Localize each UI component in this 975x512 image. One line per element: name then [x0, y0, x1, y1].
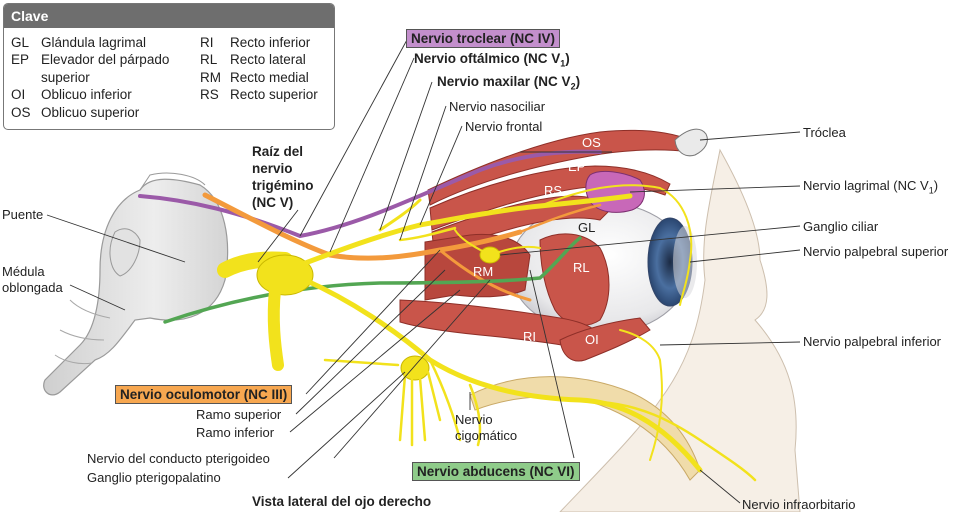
- label-vista: Vista lateral del ojo derecho: [252, 494, 432, 509]
- key-abbr: RL: [200, 52, 218, 68]
- label-os: OS: [582, 135, 601, 150]
- nerves: [138, 149, 757, 482]
- key-text: Oblicuo inferior: [41, 87, 132, 103]
- label-puente: Puente: [2, 207, 44, 222]
- key-text: Recto medial: [230, 69, 309, 85]
- label-pterigopalatino: Ganglio pterigopalatino: [87, 470, 221, 485]
- label-medula: Médula oblongada: [2, 264, 63, 295]
- key-abbr: RM: [200, 69, 221, 85]
- key-text: superior: [41, 69, 90, 85]
- label-rl: RL: [573, 260, 590, 275]
- label-palp-sup: Nervio palpebral superior: [803, 244, 949, 259]
- label-troclea: Tróclea: [803, 125, 846, 140]
- label-lagrimal-end: ): [933, 178, 939, 193]
- key-text: Recto lateral: [230, 52, 306, 68]
- label-ramo-superior: Ramo superior: [196, 407, 282, 422]
- palpebral-inferior: [619, 329, 663, 461]
- key-row: RS Recto superior: [200, 86, 318, 103]
- key-abbr: EP: [11, 52, 30, 68]
- key-row: superior: [11, 69, 169, 86]
- label-lagrimal-text: Nervio lagrimal (NC V: [803, 178, 929, 193]
- label-infraorbitario: Nervio infraorbitario: [742, 497, 856, 512]
- infraorbital-nerve: [598, 400, 757, 482]
- lacrimal-nerve: [539, 184, 693, 261]
- leader-lines: [46, 37, 801, 504]
- key-text: Recto superior: [230, 87, 318, 103]
- label-palp-inf: Nervio palpebral inferior: [803, 334, 942, 349]
- label-rs: RS: [544, 183, 562, 198]
- label-ri: RI: [523, 329, 536, 344]
- key-row: GL Glándula lagrimal: [11, 34, 169, 51]
- label-raiz: Raíz del nervio trigémino (NC V): [252, 144, 314, 210]
- key-row: EP Elevador del párpado: [11, 51, 169, 68]
- ophthalmic-nerve: [297, 193, 633, 268]
- muscle-labels: OS EP RS GL RL RM RI OI: [473, 135, 601, 347]
- key-abbr: RI: [200, 35, 214, 50]
- label-maxilar-end: ): [575, 74, 581, 89]
- key-text: Oblicuo superior: [41, 104, 140, 120]
- key-row: OS Oblicuo superior: [11, 104, 169, 121]
- label-oftalmico-sub: 1: [560, 58, 566, 69]
- label-oftalmico: Nervio oftálmico (NC V1): [414, 51, 570, 69]
- muscle-rl: [539, 233, 610, 326]
- label-maxilar-sub: 2: [570, 81, 576, 92]
- key-title: Clave: [4, 4, 334, 28]
- label-gl: GL: [578, 220, 595, 235]
- key-text: Recto inferior: [230, 35, 311, 50]
- palpebral-superior: [679, 259, 691, 306]
- label-oftalmico-text: Nervio oftálmico (NC V: [414, 51, 561, 66]
- key-abbr: OI: [11, 87, 26, 103]
- brainstem: [43, 172, 229, 396]
- label-lagrimal-sub: 1: [928, 185, 934, 196]
- key-text: Glándula lagrimal: [41, 35, 147, 50]
- label-maxilar: Nervio maxilar (NC V2): [437, 74, 581, 92]
- label-ramo-inferior: Ramo inferior: [196, 425, 275, 440]
- label-ciliar: Ganglio ciliar: [803, 219, 879, 234]
- label-maxilar-text: Nervio maxilar (NC V: [437, 74, 571, 89]
- label-troclear: Nervio troclear (NC IV): [406, 29, 561, 48]
- label-ep: EP: [568, 159, 585, 174]
- label-lagrimal: Nervio lagrimal (NC V1): [803, 178, 939, 196]
- label-abducens: Nervio abducens (NC VI): [412, 462, 580, 481]
- label-frontal: Nervio frontal: [465, 119, 543, 134]
- key-abbr: RS: [200, 87, 219, 103]
- abducens-nerve: [163, 236, 582, 324]
- oculomotor-nerve: [202, 192, 523, 261]
- maxillary-nerve: [302, 277, 703, 473]
- key-abbr: GL: [11, 35, 30, 50]
- key-abbr: OS: [11, 104, 31, 120]
- label-oculomotor: Nervio oculomotor (NC III): [115, 385, 293, 404]
- label-cigomatico: Nervio cigomático: [455, 412, 518, 443]
- trochlea-shape: [674, 128, 708, 157]
- label-oi: OI: [585, 332, 599, 347]
- muscle-oi: [559, 317, 651, 362]
- trochlear-nerve: [138, 149, 602, 239]
- label-oftalmico-end: ): [565, 51, 570, 66]
- label-rm: RM: [473, 264, 493, 279]
- key-row: RL Recto lateral: [200, 51, 318, 68]
- key-row: RI Recto inferior: [200, 34, 318, 51]
- key-row: OI Oblicuo inferior: [11, 86, 169, 103]
- key-row: RM Recto medial: [200, 69, 318, 86]
- label-pterigoideo: Nervio del conducto pterigoideo: [87, 451, 270, 466]
- key-text: Elevador del párpado: [41, 52, 170, 68]
- label-nasociliar: Nervio nasociliar: [449, 99, 546, 114]
